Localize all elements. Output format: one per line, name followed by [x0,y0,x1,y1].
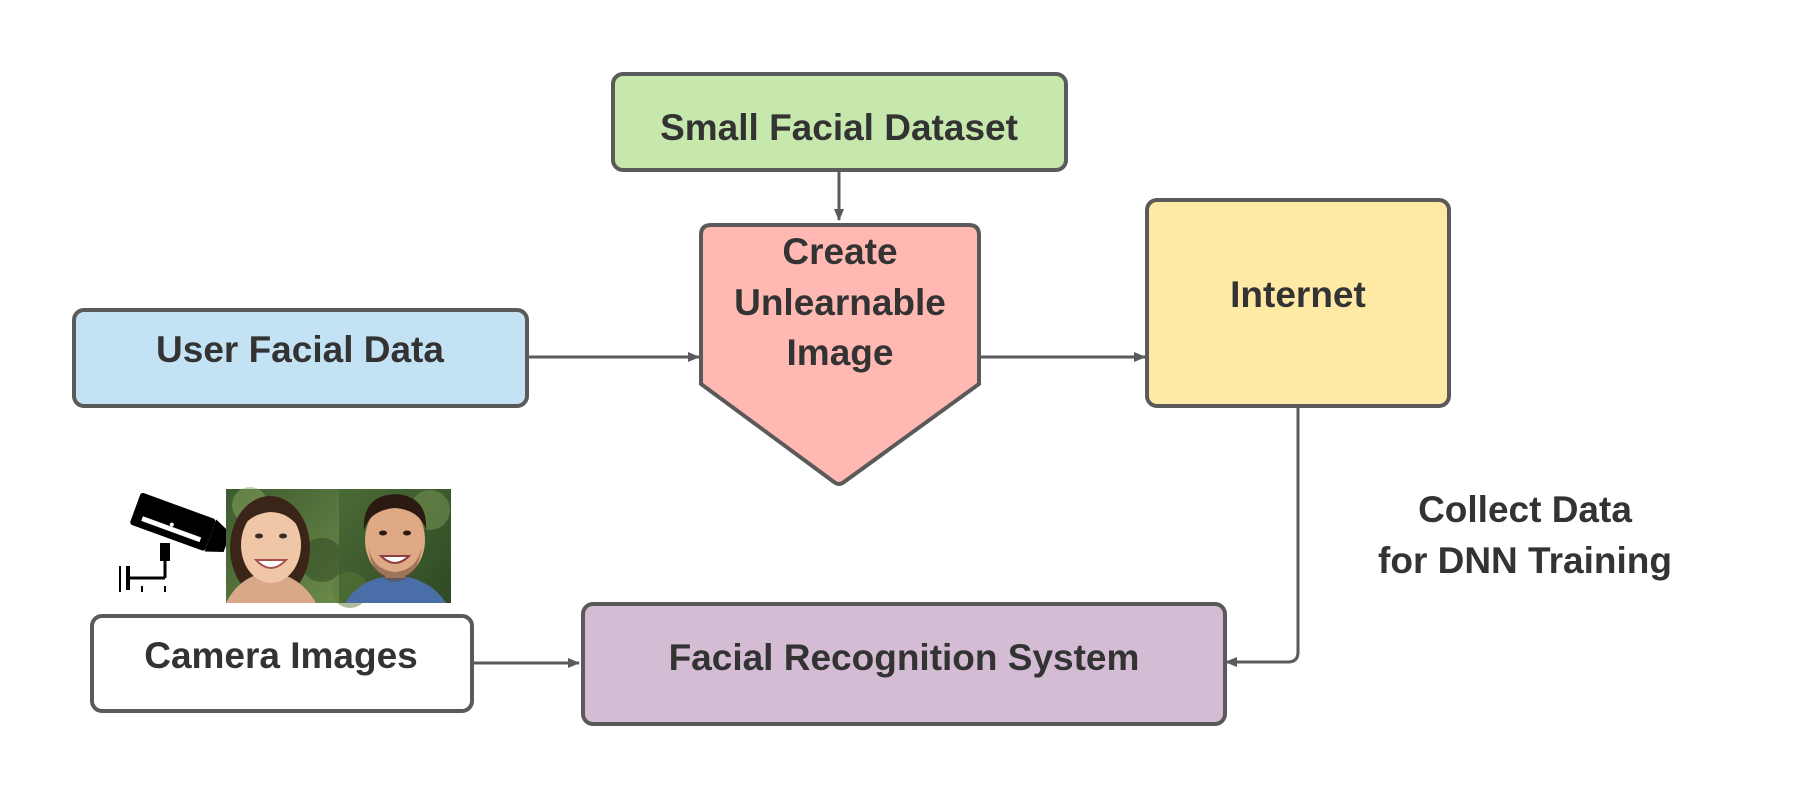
edge-internet-to-recognition [1225,406,1300,667]
node-internet: Internet [1145,198,1451,408]
edge-label-collect-data: Collect Data for DNN Training [1378,489,1672,581]
node-create-line2: Unlearnable [734,282,946,323]
node-user-facial-data-label: User Facial Data [156,329,444,370]
node-user-facial-data-box [72,308,529,408]
edge-label-line2: for DNN Training [1378,540,1672,581]
edges [472,172,1300,668]
face-photos [226,487,451,608]
node-create-line1: Create [782,231,897,272]
node-internet-label: Internet [1230,274,1366,315]
node-small-facial-dataset: Small Facial Dataset [611,72,1068,172]
node-create-unlearnable-image-shape [699,223,981,486]
node-create-unlearnable-image: Create Unlearnable Image [699,223,981,486]
face-photo-woman [226,487,344,603]
node-facial-recognition-system-label: Facial Recognition System [669,637,1140,678]
node-internet-box [1145,198,1451,408]
node-facial-recognition-system: Facial Recognition System [581,602,1227,726]
security-camera-icon [119,492,231,592]
node-user-facial-data: User Facial Data [72,308,529,408]
face-photo-man [332,489,451,608]
node-facial-recognition-system-box [581,602,1227,726]
node-small-facial-dataset-label: Small Facial Dataset [660,107,1018,148]
node-create-line3: Image [787,332,894,373]
node-camera-images-label: Camera Images [144,635,418,676]
node-camera-images: Camera Images [90,614,474,713]
node-camera-images-box [90,614,474,713]
node-small-facial-dataset-box [611,72,1068,172]
edge-label-line1: Collect Data [1418,489,1632,530]
